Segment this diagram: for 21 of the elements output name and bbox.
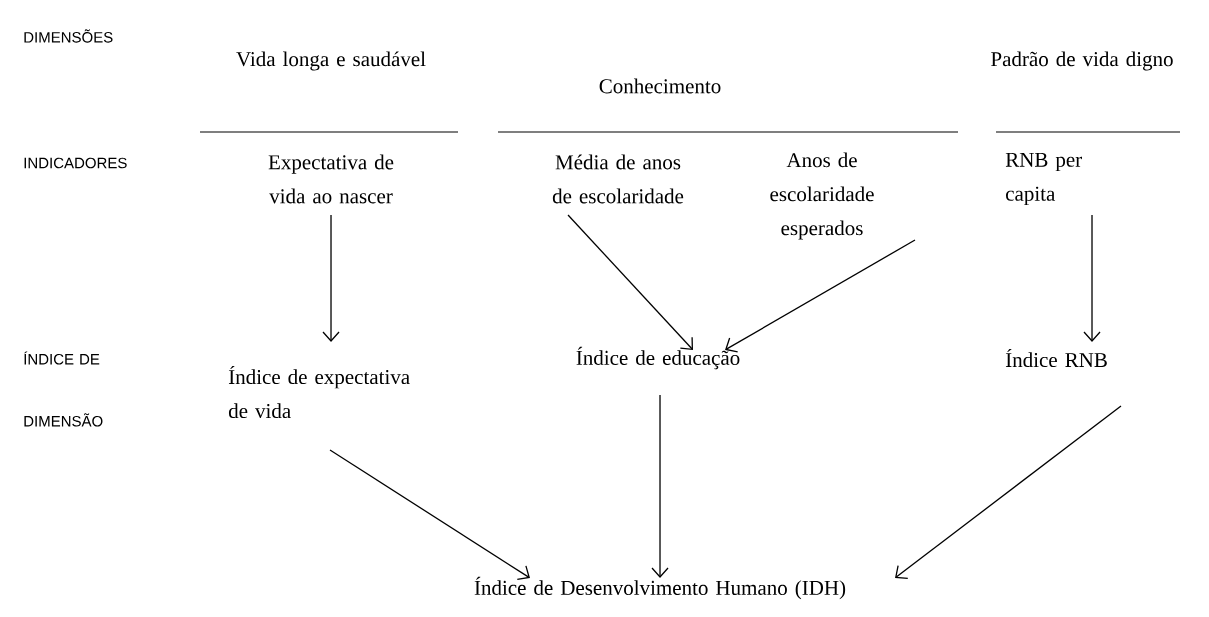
index-text: Índice de Desenvolvimento Humano (IDH) — [474, 576, 846, 600]
row-label: DIMENSÕES — [24, 29, 113, 43]
arrow — [567, 214, 693, 350]
row-label: INDICADORES — [24, 157, 127, 169]
index-text: Índice RNB — [1005, 348, 1107, 368]
dimension-heading: Vida longa e saudável — [236, 51, 426, 71]
dimension-heading: Padrão de vida digno — [991, 51, 1173, 71]
arrow — [725, 239, 916, 353]
dimension-heading: Conhecimento — [599, 78, 721, 94]
index-text: Índice de educação — [576, 346, 740, 370]
row-label: ÍNDICE DE DIMENSÃO — [24, 351, 103, 427]
indicator-text: Média de anos de escolaridade — [552, 154, 684, 204]
arrow — [329, 449, 530, 580]
arrow — [1083, 214, 1101, 342]
arrow — [651, 394, 669, 578]
indicator-text: Anos de escolaridade esperados — [770, 152, 874, 240]
indicator-text: RNB per capita — [1005, 152, 1082, 206]
arrow — [895, 405, 1122, 579]
arrow — [322, 214, 340, 342]
indicator-text: Expectativa de vida ao nascer — [268, 154, 394, 204]
index-text: Índice de expectativa de vida — [228, 365, 410, 419]
